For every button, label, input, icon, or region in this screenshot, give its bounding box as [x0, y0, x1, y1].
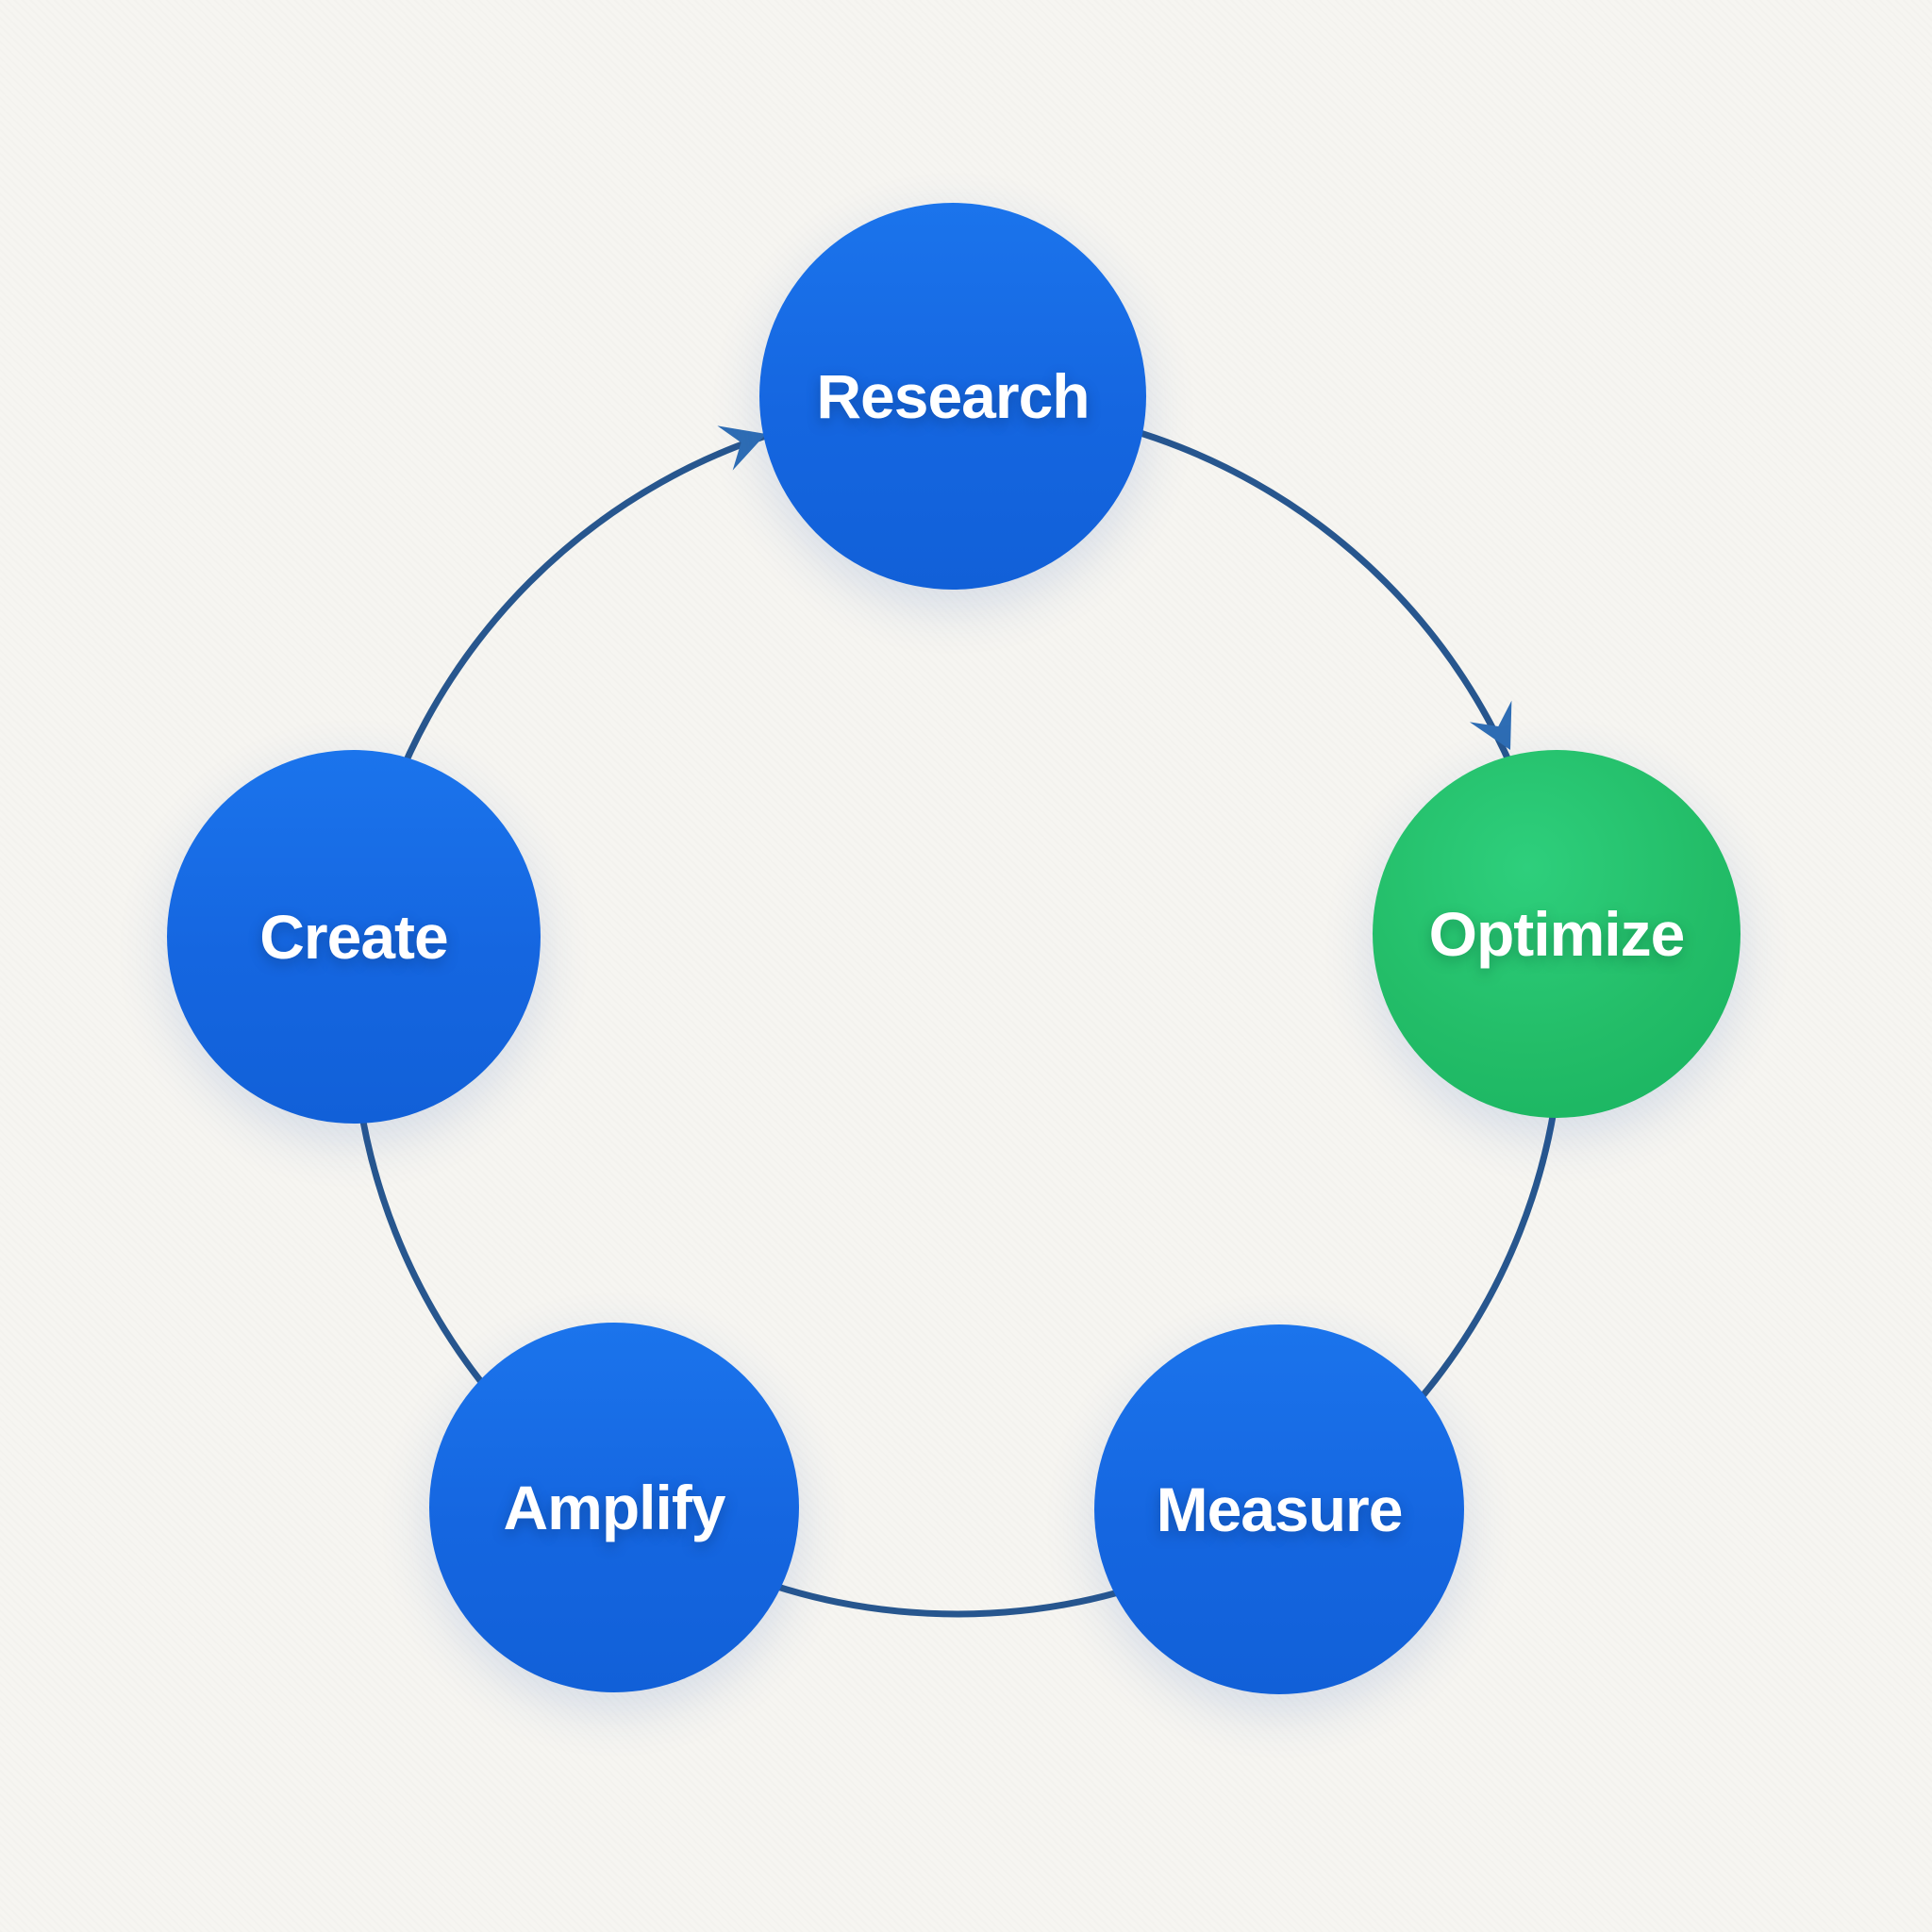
node-optimize-label: Optimize — [1428, 899, 1686, 969]
node-create: Create — [167, 750, 541, 1124]
node-measure: Measure — [1094, 1324, 1464, 1694]
node-amplify: Amplify — [429, 1323, 799, 1692]
node-measure-label: Measure — [1156, 1474, 1404, 1544]
node-optimize: Optimize — [1373, 750, 1740, 1118]
node-amplify-label: Amplify — [503, 1473, 725, 1542]
arrowhead-icon — [717, 425, 766, 471]
node-create-label: Create — [259, 902, 448, 972]
arrowhead-icon — [1469, 700, 1512, 750]
node-research-label: Research — [816, 361, 1090, 431]
node-research: Research — [759, 203, 1146, 590]
